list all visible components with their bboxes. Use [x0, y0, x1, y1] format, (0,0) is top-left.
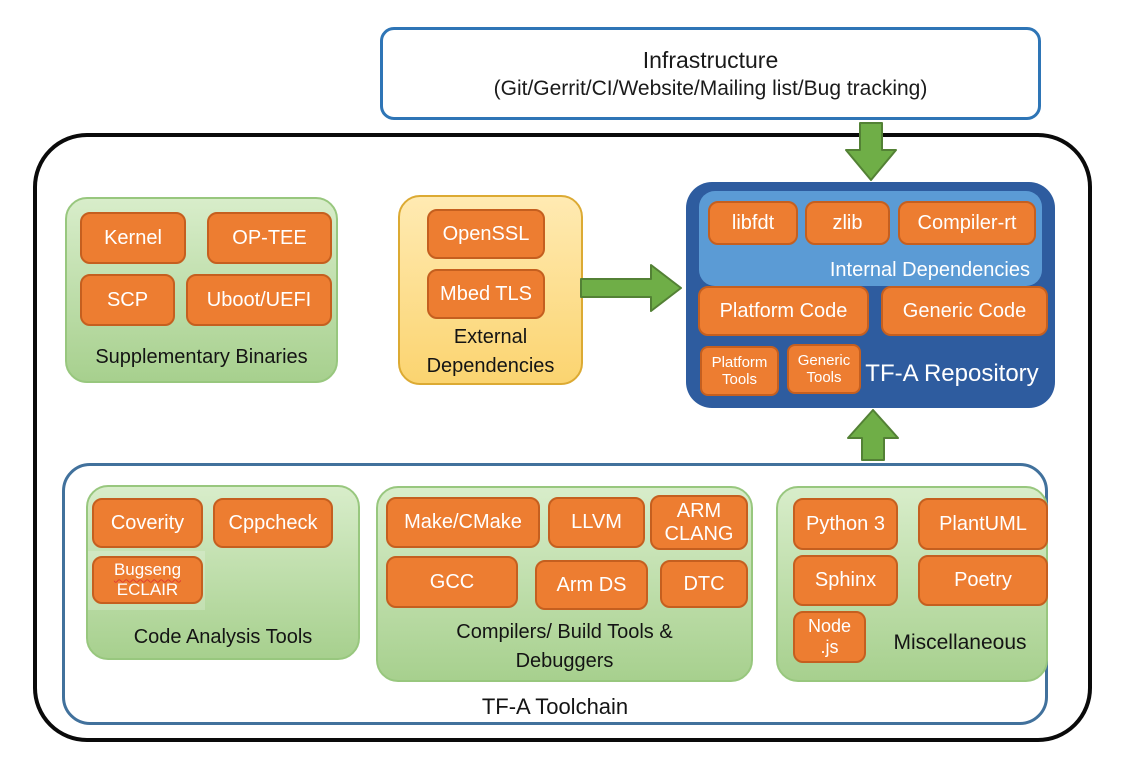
make-cmake-label: Make/CMake: [404, 511, 522, 533]
coverity-chip: Coverity: [92, 498, 203, 548]
arrow-right-icon: [580, 264, 682, 312]
openssl-label: OpenSSL: [442, 222, 530, 245]
compiler-rt-label: Compiler-rt: [917, 211, 1017, 234]
infrastructure-box: Infrastructure (Git/Gerrit/CI/Website/Ma…: [380, 27, 1041, 120]
generic-code-label: Generic Code: [902, 299, 1027, 322]
gcc-chip: GCC: [386, 556, 518, 608]
supplementary-binaries-panel: Kernel OP-TEE SCP Uboot/UEFI Supplementa…: [65, 197, 338, 383]
zlib-label: zlib: [832, 211, 863, 234]
platform-code-label: Platform Code: [719, 299, 848, 322]
arrow-up-icon: [847, 409, 899, 461]
make-cmake-chip: Make/CMake: [386, 497, 540, 548]
libfdt-label: libfdt: [731, 211, 775, 234]
miscellaneous-panel: Python 3 PlantUML Sphinx Poetry Node .js…: [776, 486, 1048, 682]
python3-label: Python 3: [806, 512, 885, 535]
compilers-panel: Make/CMake LLVM ARM CLANG GCC Arm DS DTC…: [376, 486, 753, 682]
bugseng-eclair-chip: Bugseng ECLAIR: [92, 556, 203, 604]
scp-chip: SCP: [80, 274, 175, 326]
internal-dependencies-label: Internal Dependencies: [829, 259, 1030, 281]
scp-label: SCP: [106, 288, 149, 311]
op-tee-chip: OP-TEE: [207, 212, 332, 264]
uboot-uefi-label: Uboot/UEFI: [206, 288, 312, 311]
coverity-label: Coverity: [110, 511, 185, 534]
code-analysis-panel: Coverity Cppcheck Bugseng ECLAIR Code An…: [86, 485, 360, 660]
tfa-repository-label: TF-A Repository: [865, 360, 1039, 387]
external-dependencies-panel: OpenSSL Mbed TLS External Dependencies: [398, 195, 583, 385]
kernel-label: Kernel: [104, 226, 162, 249]
infrastructure-subtitle: (Git/Gerrit/CI/Website/Mailing list/Bug …: [493, 76, 928, 100]
uboot-uefi-chip: Uboot/UEFI: [186, 274, 332, 326]
gcc-label: GCC: [429, 570, 475, 593]
dtc-chip: DTC: [660, 560, 748, 608]
mbed-tls-chip: Mbed TLS: [427, 269, 545, 319]
supplementary-binaries-label: Supplementary Binaries: [95, 346, 308, 368]
internal-dependencies-panel: libfdt zlib Compiler-rt Internal Depende…: [699, 191, 1042, 286]
infrastructure-title: Infrastructure: [642, 46, 779, 73]
platform-code-chip: Platform Code: [698, 286, 869, 336]
llvm-label: LLVM: [571, 511, 622, 533]
llvm-chip: LLVM: [548, 497, 645, 548]
platform-tools-chip: Platform Tools: [700, 346, 779, 396]
plantuml-label: PlantUML: [939, 512, 1027, 535]
ecosystem-outer-box: [33, 133, 1092, 742]
tfa-repository-panel: libfdt zlib Compiler-rt Internal Depende…: [686, 182, 1055, 408]
arm-ds-chip: Arm DS: [535, 560, 648, 610]
miscellaneous-label: Miscellaneous: [893, 631, 1027, 654]
poetry-label: Poetry: [954, 569, 1012, 591]
code-analysis-label: Code Analysis Tools: [133, 626, 313, 648]
kernel-chip: Kernel: [80, 212, 186, 264]
arm-ds-label: Arm DS: [556, 573, 627, 596]
sphinx-label: Sphinx: [814, 569, 877, 591]
zlib-chip: zlib: [805, 201, 890, 245]
cppcheck-label: Cppcheck: [228, 511, 318, 534]
compilers-label: Compilers/ Build Tools & Debuggers: [456, 621, 673, 672]
tfa-toolchain-panel: Coverity Cppcheck Bugseng ECLAIR Code An…: [62, 463, 1048, 725]
dtc-label: DTC: [683, 572, 725, 595]
cppcheck-chip: Cppcheck: [213, 498, 333, 548]
op-tee-label: OP-TEE: [232, 226, 307, 249]
nodejs-chip: Node .js: [793, 611, 866, 663]
openssl-chip: OpenSSL: [427, 209, 545, 259]
libfdt-chip: libfdt: [708, 201, 798, 245]
generic-code-chip: Generic Code: [881, 286, 1048, 336]
compiler-rt-chip: Compiler-rt: [898, 201, 1036, 245]
sphinx-chip: Sphinx: [793, 555, 898, 606]
tfa-toolchain-label: TF-A Toolchain: [481, 694, 629, 719]
plantuml-chip: PlantUML: [918, 498, 1048, 550]
generic-tools-chip: Generic Tools: [787, 344, 861, 394]
python3-chip: Python 3: [793, 498, 898, 550]
poetry-chip: Poetry: [918, 555, 1048, 606]
mbed-tls-label: Mbed TLS: [440, 282, 532, 305]
arm-clang-chip: ARM CLANG: [650, 495, 748, 550]
arrow-down-icon: [845, 122, 897, 181]
external-dependencies-label: External Dependencies: [426, 326, 555, 377]
